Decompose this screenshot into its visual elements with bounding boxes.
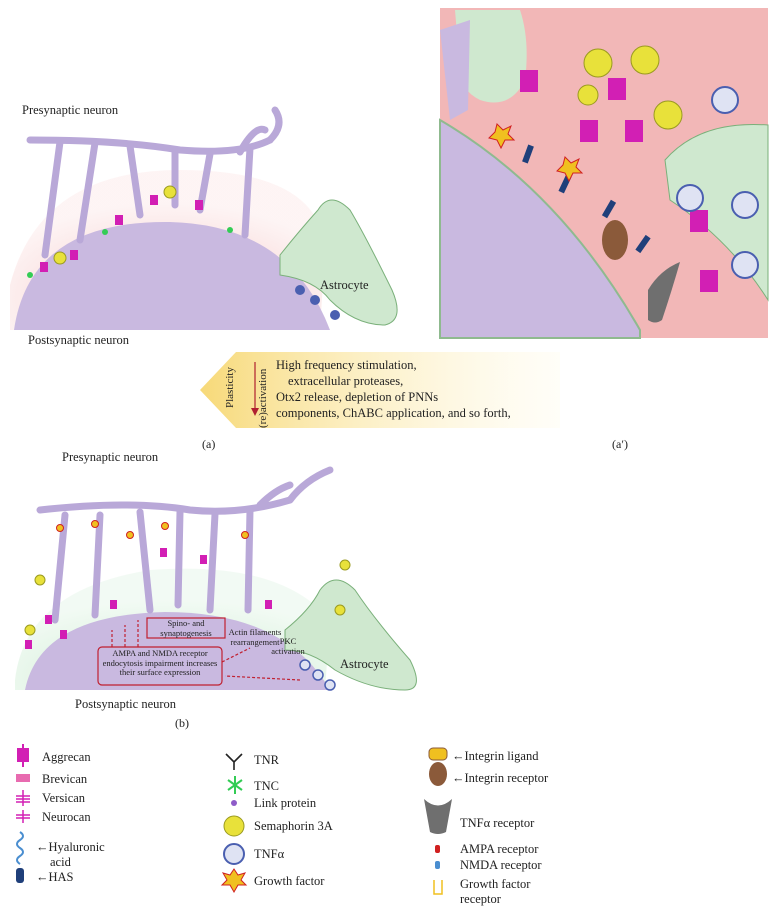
legend-aggrecan: Aggrecan — [42, 750, 91, 764]
link-protein-icon — [231, 800, 237, 806]
legend-integrin-ligand: ←Integrin ligand — [452, 749, 539, 763]
versican-icon — [16, 790, 30, 806]
hyaluronic-acid-icon — [16, 831, 24, 865]
legend-hyaluronic-acid: acid — [50, 855, 71, 869]
legend-versican: Versican — [42, 791, 86, 805]
box-spino — [146, 617, 226, 639]
pnn-components-a — [27, 185, 340, 320]
transition-line-3: Otx2 release, depletion of PNNs — [276, 390, 439, 404]
transition-line-4: components, ChABC application, and so fo… — [276, 406, 511, 420]
tnf-alpha-icon — [223, 843, 245, 865]
panel-a-prime-label: (a′) — [612, 437, 628, 451]
reactivation-label: (re)activation — [257, 368, 269, 428]
integrin-ligand-icon — [428, 747, 448, 761]
astrocyte-b — [284, 579, 417, 691]
legend-hyaluronic: ←Hyaluronic — [36, 840, 105, 854]
legend-tnf-alpha: TNFα — [254, 847, 285, 861]
postsynaptic-neuron-a — [14, 221, 330, 330]
legend-growth-factor: Growth factor — [254, 874, 325, 888]
legend-nmda: NMDA receptor — [460, 858, 542, 872]
panel-a-label: (a) — [202, 437, 216, 451]
transition-line-1: High frequency stimulation, — [276, 358, 417, 372]
transition-line-2: extracellular proteases, — [288, 374, 404, 388]
astrocyte-label-b: Astrocyte — [340, 657, 389, 671]
actin-text: Actin filaments rearrangement — [228, 627, 282, 647]
plasticity-label: Plasticity — [224, 367, 236, 408]
postsynaptic-zoom — [439, 118, 641, 339]
pkc-text: PKC activation — [271, 636, 305, 656]
receptor-text: AMPA and NMDA receptor endocytosis impai… — [102, 648, 218, 677]
legend-tnr: TNR — [254, 753, 279, 767]
presynaptic-label-b: Presynaptic neuron — [62, 450, 159, 464]
transition-arrow — [200, 352, 560, 428]
presynaptic-label-a: Presynaptic neuron — [22, 103, 119, 117]
semaphorin-icon — [223, 815, 245, 837]
legend-icons — [16, 744, 452, 895]
legend-integrin-receptor: ←Integrin receptor — [452, 771, 549, 785]
brevican-icon — [16, 774, 30, 782]
spino-text: Spino- and synaptogenesis — [160, 618, 212, 638]
ampa-icon — [435, 845, 440, 853]
legend-tnf-receptor: TNFα receptor — [460, 816, 535, 830]
postsynaptic-label-a: Postsynaptic neuron — [28, 333, 130, 347]
legend-gf-receptor: Growth factor — [460, 877, 531, 891]
legend-tnc: TNC — [254, 779, 279, 793]
legend-link-protein: Link protein — [254, 796, 317, 810]
tnc-icon — [227, 776, 243, 794]
postsynaptic-label-b: Postsynaptic neuron — [75, 697, 177, 711]
integrin-zoom — [602, 220, 628, 260]
tnf-receptor-zoom — [648, 262, 680, 323]
box-receptor — [97, 646, 223, 686]
nmda-icon — [435, 861, 440, 869]
tnf-receptor-icon — [424, 799, 452, 834]
legend-neurocan: Neurocan — [42, 810, 91, 824]
neurocan-icon — [16, 810, 30, 823]
astrocyte-label-a: Astrocyte — [320, 278, 369, 292]
panel-b-label: (b) — [175, 716, 189, 730]
panel-a-graphic — [10, 106, 398, 330]
integrin-receptor-icon — [429, 762, 447, 786]
legend-gf-receptor-2: receptor — [460, 892, 501, 906]
panel-b-graphic — [15, 466, 417, 691]
postsynaptic-neuron-b — [25, 612, 330, 690]
legend-semaphorin: Semaphorin 3A — [254, 819, 333, 833]
astrocyte-a — [279, 199, 398, 326]
legend-ampa: AMPA receptor — [460, 842, 539, 856]
legend-has: ←HAS — [36, 870, 74, 884]
presynaptic-neuron-a — [26, 106, 283, 259]
growth-factor-icon — [220, 868, 248, 894]
has-icon — [16, 868, 24, 883]
legend-brevican: Brevican — [42, 772, 88, 786]
tnr-icon — [225, 753, 243, 770]
presynaptic-neuron-b — [36, 466, 334, 624]
presynaptic-zoom — [455, 10, 527, 103]
gf-receptor-icon — [433, 880, 443, 895]
panel-a-prime-graphic — [439, 8, 769, 339]
